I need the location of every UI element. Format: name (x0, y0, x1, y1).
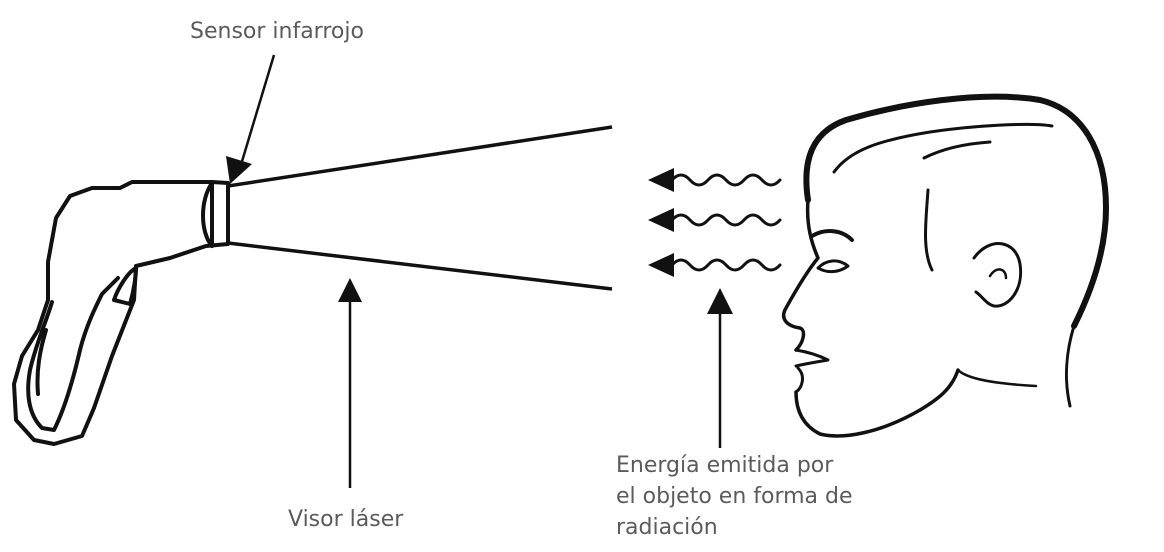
radiation-waves (670, 173, 782, 272)
energy-label-line-2: el objeto en forma de (616, 484, 853, 509)
radiation-arrowhead-1 (648, 168, 674, 192)
laser-sight-label: Visor láser (288, 507, 404, 532)
radiation-arrowhead-2 (648, 208, 674, 232)
fov-upper-line (227, 125, 613, 188)
sensor-pointer-arrow (226, 54, 276, 184)
energy-emission-arrow (707, 288, 733, 448)
radiation-arrowhead-3 (648, 253, 674, 277)
laser-sight-arrow (338, 278, 362, 488)
radiation-wave-2 (670, 213, 782, 227)
fov-lower-line (227, 241, 613, 291)
energy-label-line-1: Energía emitida por (616, 453, 834, 478)
sensor-label: Sensor infarrojo (190, 19, 364, 44)
energy-label-line-3: radiación (616, 515, 718, 540)
human-head-icon (781, 93, 1109, 438)
radiation-wave-3 (670, 258, 782, 272)
field-of-view-lines (227, 125, 613, 291)
energy-label: Energía emitida por el objeto en forma d… (616, 452, 853, 545)
radiation-wave-1 (670, 173, 782, 187)
thermometer-gun-icon (12, 180, 230, 446)
